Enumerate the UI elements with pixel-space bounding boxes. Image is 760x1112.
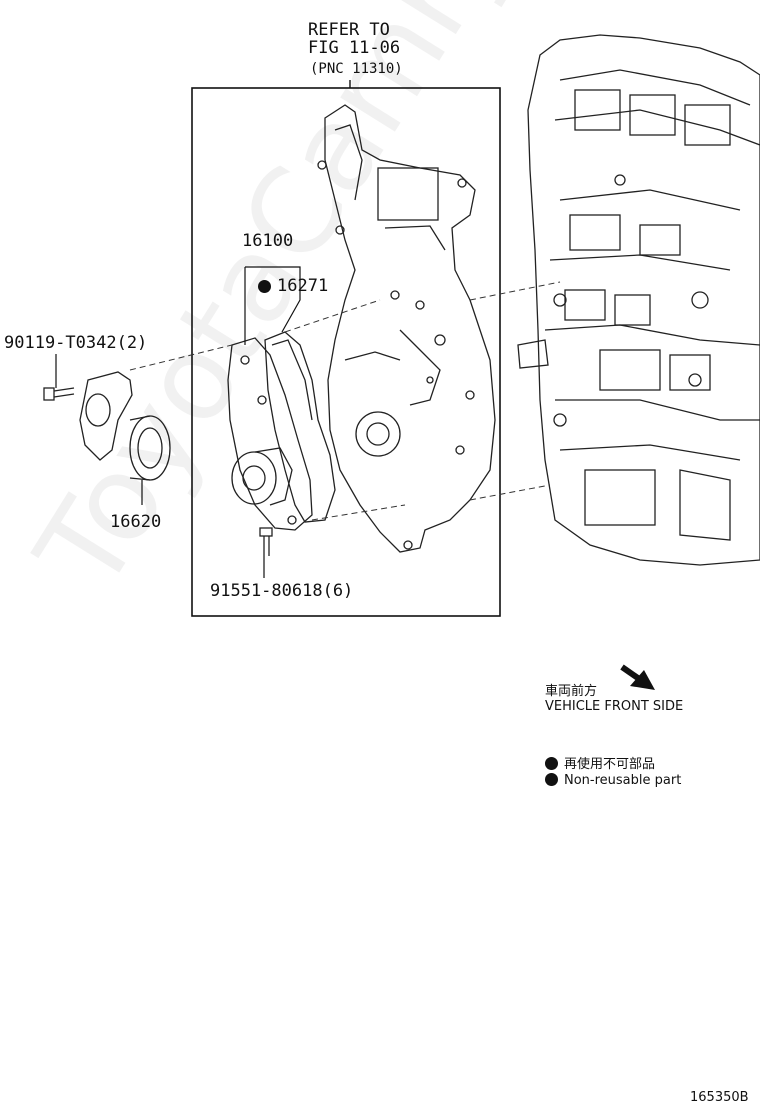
alignment-lines bbox=[129, 281, 561, 521]
gasket-16271-drawing bbox=[264, 331, 336, 523]
legend-nonreuse-jp: 再使用不可部品 bbox=[545, 753, 655, 772]
refer-label-3: (PNC 11310) bbox=[310, 61, 403, 77]
water-pump-16100-drawing bbox=[227, 337, 313, 531]
part-label-91551[interactable]: 91551-80618(6) bbox=[210, 581, 354, 601]
part-label-16100[interactable]: 16100 bbox=[242, 231, 294, 251]
legend-front-en: VEHICLE FRONT SIDE bbox=[545, 699, 684, 714]
engine-block-drawing bbox=[517, 34, 760, 566]
refer-label-2: FIG 11-06 bbox=[308, 38, 401, 58]
tensioner-16620-drawing bbox=[79, 371, 171, 481]
timing-cover-drawing bbox=[317, 104, 496, 553]
non-reusable-legend-icon-2 bbox=[545, 773, 558, 786]
leader-lines bbox=[55, 266, 301, 578]
non-reusable-icon bbox=[258, 280, 271, 293]
part-label-16271[interactable]: 16271 bbox=[258, 276, 328, 296]
refer-label-1: REFER TO bbox=[308, 20, 390, 40]
legend-front-jp: 車両前方 bbox=[545, 684, 598, 699]
non-reusable-legend-icon bbox=[545, 757, 558, 770]
figure-id: 165350B bbox=[690, 1090, 749, 1105]
vehicle-front-arrow bbox=[620, 664, 655, 690]
part-label-16620[interactable]: 16620 bbox=[110, 512, 162, 532]
refer-frame bbox=[191, 87, 501, 617]
part-label-90119[interactable]: 90119-T0342(2) bbox=[4, 333, 148, 353]
legend-nonreuse-en: Non-reusable part bbox=[545, 773, 681, 788]
bolt-91551-drawing bbox=[259, 527, 273, 556]
bolt-90119-drawing bbox=[43, 387, 75, 401]
